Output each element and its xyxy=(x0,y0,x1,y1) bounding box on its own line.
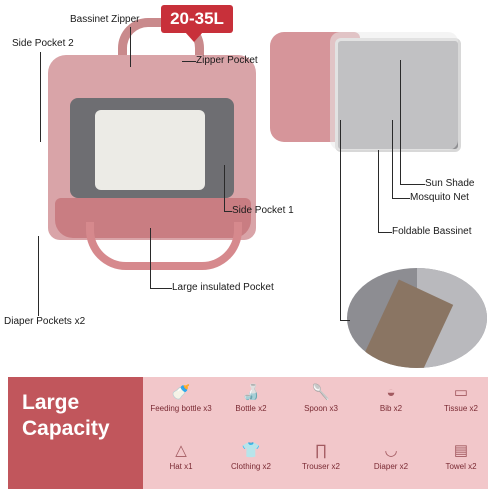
leader-line xyxy=(378,232,392,233)
tissue-icon: ▭ xyxy=(453,384,469,401)
hat-icon: △ xyxy=(175,442,187,459)
capacity-item: ▭ Tissue x2 xyxy=(424,383,494,414)
leader-line xyxy=(400,184,425,185)
capacity-item-label: Towel x2 xyxy=(445,462,477,471)
capacity-item: △ Hat x1 xyxy=(144,441,218,472)
zipper-detail-image xyxy=(347,268,487,368)
capacity-item-label: Bottle x2 xyxy=(235,404,267,413)
capacity-item: 👕 Clothing x2 xyxy=(214,441,288,472)
leader-line xyxy=(378,150,379,232)
leader-line xyxy=(150,288,172,289)
label-side-pocket-2: Side Pocket 2 xyxy=(12,38,74,49)
label-sun-shade: Sun Shade xyxy=(425,178,475,189)
label-bassinet-zipper: Bassinet Zipper xyxy=(70,14,140,25)
capacity-item-label: Trouser x2 xyxy=(302,462,340,471)
capacity-item-label: Clothing x2 xyxy=(230,462,272,471)
mosquito-net-image xyxy=(330,32,458,150)
leader-line xyxy=(224,165,225,211)
capacity-item-label: Tissue x2 xyxy=(444,404,478,413)
trouser-icon: ∏ xyxy=(314,442,328,459)
capacity-item-label: Spoon x3 xyxy=(304,404,338,413)
leader-line xyxy=(130,27,131,67)
label-side-pocket-1: Side Pocket 1 xyxy=(232,205,294,216)
label-large-insulated-pocket: Large insulated Pocket xyxy=(172,282,274,293)
capacity-item: ▤ Towel x2 xyxy=(424,441,494,472)
spoon-icon: 🥄 xyxy=(311,384,331,401)
capacity-item-label: Hat x1 xyxy=(169,462,193,471)
capacity-item: 🍼 Feeding bottle x3 xyxy=(144,383,218,414)
capacity-item-label: Bib x2 xyxy=(379,404,403,413)
leader-line xyxy=(150,228,151,288)
leader-line xyxy=(340,320,350,321)
feeding-bottle-icon: 🍼 xyxy=(171,384,191,401)
capacity-item: 🍶 Bottle x2 xyxy=(214,383,288,414)
leader-line xyxy=(340,120,341,320)
leader-line xyxy=(40,52,41,142)
leader-line xyxy=(38,236,39,316)
capacity-item: ∏ Trouser x2 xyxy=(284,441,358,472)
bag-contents xyxy=(95,110,205,190)
leader-line xyxy=(182,61,196,62)
bottle-icon: 🍶 xyxy=(241,384,261,401)
capacity-item-label: Feeding bottle x3 xyxy=(150,404,212,413)
capacity-item-label: Diaper x2 xyxy=(373,462,409,471)
leader-line xyxy=(224,211,232,212)
bag-front-handle xyxy=(86,222,242,270)
label-zipper-pocket: Zipper Pocket xyxy=(196,55,258,66)
capacity-item: 🥄 Spoon x3 xyxy=(284,383,358,414)
capacity-badge: 20-35L xyxy=(161,5,233,42)
label-mosquito-net: Mosquito Net xyxy=(410,192,469,203)
diaper-icon: ◡ xyxy=(384,442,398,459)
leader-line xyxy=(392,198,410,199)
bib-icon: ◒ xyxy=(386,384,396,401)
capacity-item: ◒ Bib x2 xyxy=(354,383,428,414)
capacity-title-block xyxy=(8,377,143,489)
towel-icon: ▤ xyxy=(453,442,469,459)
leader-line xyxy=(400,60,401,184)
clothing-icon: 👕 xyxy=(241,442,261,459)
capacity-title: Large Capacity xyxy=(22,391,110,440)
label-foldable-bassinet: Foldable Bassinet xyxy=(392,226,472,237)
capacity-item: ◡ Diaper x2 xyxy=(354,441,428,472)
label-diaper-pockets: Diaper Pockets x2 xyxy=(4,316,86,327)
leader-line xyxy=(392,120,393,198)
